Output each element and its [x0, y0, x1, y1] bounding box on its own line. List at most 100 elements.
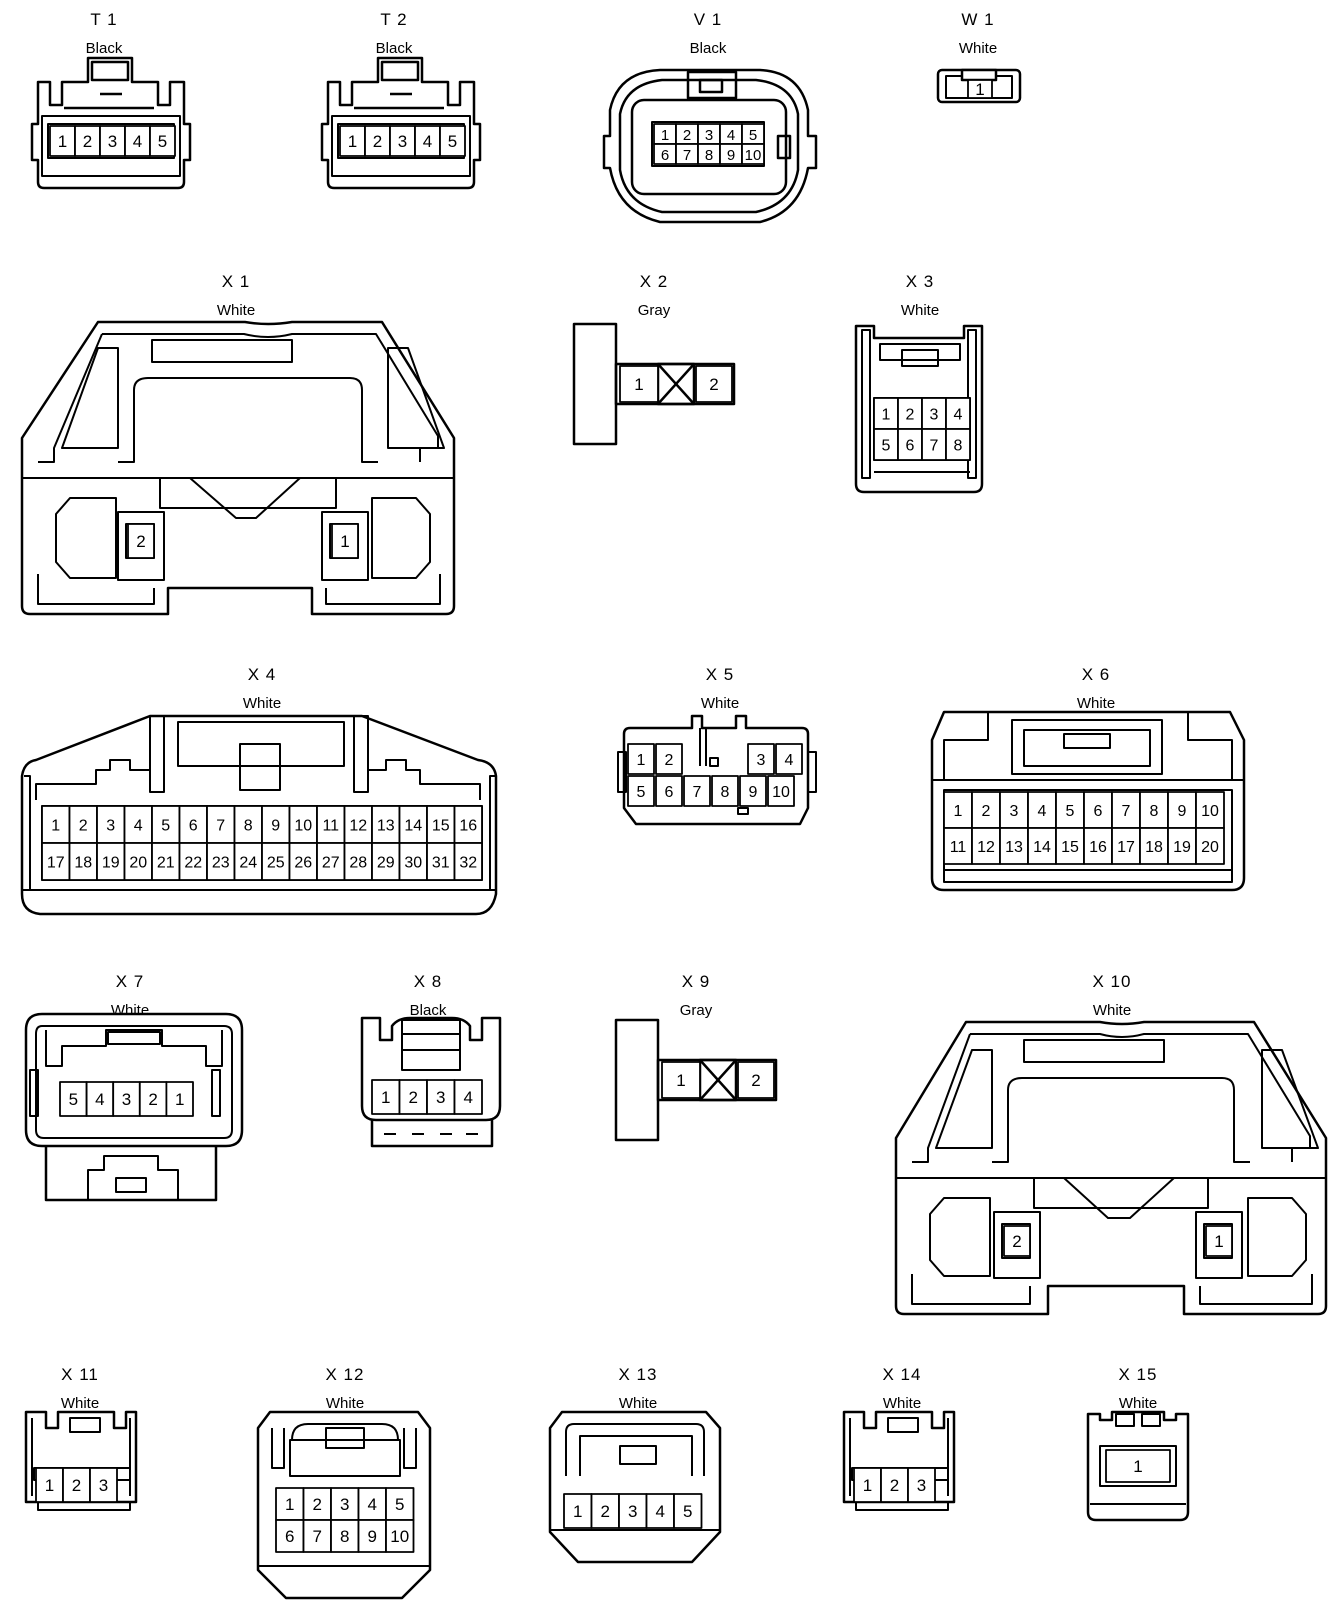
- connector-label-V1: V 1 Black: [668, 10, 748, 57]
- pin-box: [398, 805, 428, 844]
- pin-cell-x4-6: 6: [178, 805, 208, 844]
- pin-number: 17: [47, 855, 65, 872]
- connector-label-X13: X 13 White: [598, 1365, 678, 1412]
- pin-number: 5: [882, 438, 891, 455]
- connector-id: X 4: [247, 665, 277, 684]
- pin-cell-x6-8: 8: [1139, 791, 1169, 829]
- pin-number: 7: [930, 438, 939, 455]
- pin-box: [398, 842, 428, 881]
- pin-number: 29: [377, 855, 395, 872]
- connector-color: White: [1118, 1395, 1158, 1412]
- pin-number: 2: [148, 1090, 157, 1109]
- pin-cell-x13-2: 2: [590, 1493, 620, 1529]
- pin-box: [316, 805, 346, 844]
- connector-color: White: [1076, 695, 1116, 712]
- pin-number: 6: [189, 818, 198, 835]
- pin-box: [233, 842, 263, 881]
- pin-number: 3: [757, 752, 766, 769]
- pin-cell-x4-29: 29: [371, 842, 401, 881]
- pin-cell-x5-7: 7: [683, 775, 711, 807]
- connector-id: X 14: [882, 1365, 922, 1384]
- pin-cell-x4-15: 15: [426, 805, 456, 844]
- pin-box: [330, 1487, 360, 1521]
- connector-T1: [30, 56, 192, 190]
- pin-number: 31: [432, 855, 450, 872]
- connector-X15: [1086, 1410, 1190, 1522]
- pin-box: [302, 1519, 332, 1553]
- pin-box: [385, 1519, 415, 1553]
- pin-box: [330, 1519, 360, 1553]
- pin-cell-v1-5: 5: [741, 123, 765, 145]
- pin-box: [1167, 827, 1197, 865]
- pin-number: 2: [683, 127, 691, 144]
- connector-color: Gray: [637, 302, 671, 319]
- pin-number: 24: [239, 855, 257, 872]
- pin-number: 1: [954, 803, 963, 820]
- pin-number: 1: [661, 127, 669, 144]
- pin-number: 4: [368, 1495, 377, 1514]
- pin-cell-x4-24: 24: [233, 842, 263, 881]
- pin-number: 21: [157, 855, 175, 872]
- pin-cell-x5-10: 10: [767, 775, 795, 807]
- pin-box: [1139, 827, 1169, 865]
- pin-number: 8: [954, 438, 963, 455]
- pin-cell-x12-8: 8: [330, 1519, 360, 1553]
- pin-box: [563, 1493, 593, 1529]
- pin-cell-x6-14: 14: [1027, 827, 1057, 865]
- connector-color: Black: [689, 40, 727, 57]
- pin-number: 2: [83, 132, 92, 151]
- pin-cell-x3-4: 4: [945, 397, 971, 430]
- pin-box: [737, 1061, 775, 1099]
- pin-cell-x4-7: 7: [206, 805, 236, 844]
- pin-box: [767, 775, 795, 807]
- pin-box: [426, 1079, 456, 1115]
- pin-number: 2: [601, 1502, 610, 1521]
- pin-cell-x4-20: 20: [123, 842, 153, 881]
- pin-number: 7: [1122, 803, 1131, 820]
- pin-number: 16: [1089, 839, 1107, 856]
- connector-label-W1: W 1 White: [938, 10, 1018, 57]
- connector-color: Black: [409, 1002, 447, 1019]
- pin-cell-x4-13: 13: [371, 805, 401, 844]
- pin-number: 1: [58, 132, 67, 151]
- pin-number: 2: [313, 1495, 322, 1514]
- pin-cell-x3-3: 3: [921, 397, 947, 430]
- pin-number: 3: [930, 407, 939, 424]
- pin-box: [343, 805, 373, 844]
- pin-cell-x12-6: 6: [275, 1519, 305, 1553]
- pin-number: 3: [122, 1090, 131, 1109]
- pin-box: [921, 397, 947, 430]
- pin-box: [1083, 827, 1113, 865]
- connector-color: White: [325, 1395, 365, 1412]
- connector-id: X 11: [61, 1365, 99, 1384]
- connector-X10: [894, 1020, 1328, 1316]
- pin-box: [1027, 827, 1057, 865]
- pin-cell-x4-18: 18: [68, 842, 98, 881]
- pin-cell-x6-4: 4: [1027, 791, 1057, 829]
- pin-number: 10: [1201, 803, 1219, 820]
- pin-number: 5: [637, 784, 646, 801]
- pin-number: 5: [1066, 803, 1075, 820]
- pin-number: 1: [863, 1476, 872, 1495]
- pin-cell-x6-1: 1: [943, 791, 973, 829]
- pin-cell-x4-14: 14: [398, 805, 428, 844]
- pin-cell-x6-20: 20: [1195, 827, 1225, 865]
- pin-box: [41, 842, 71, 881]
- pin-cell-x9-1: 1: [661, 1061, 701, 1099]
- pin-cell-x8-1: 1: [371, 1079, 401, 1115]
- pin-box: [331, 523, 359, 559]
- pin-box: [233, 805, 263, 844]
- pin-cell-x12-1: 1: [275, 1487, 305, 1521]
- pin-number: 4: [727, 127, 735, 144]
- pin-number: 1: [51, 818, 60, 835]
- pin-number: 5: [448, 132, 457, 151]
- pin-cell-x5-8: 8: [711, 775, 739, 807]
- pin-number: 10: [294, 818, 312, 835]
- pin-box: [1003, 1225, 1031, 1257]
- connector-label-X5: X 5 White: [680, 665, 760, 712]
- pin-number: 1: [348, 132, 357, 151]
- pin-number: 17: [1117, 839, 1135, 856]
- pin-number: 1: [676, 1071, 685, 1090]
- pin-number: 2: [409, 1088, 418, 1107]
